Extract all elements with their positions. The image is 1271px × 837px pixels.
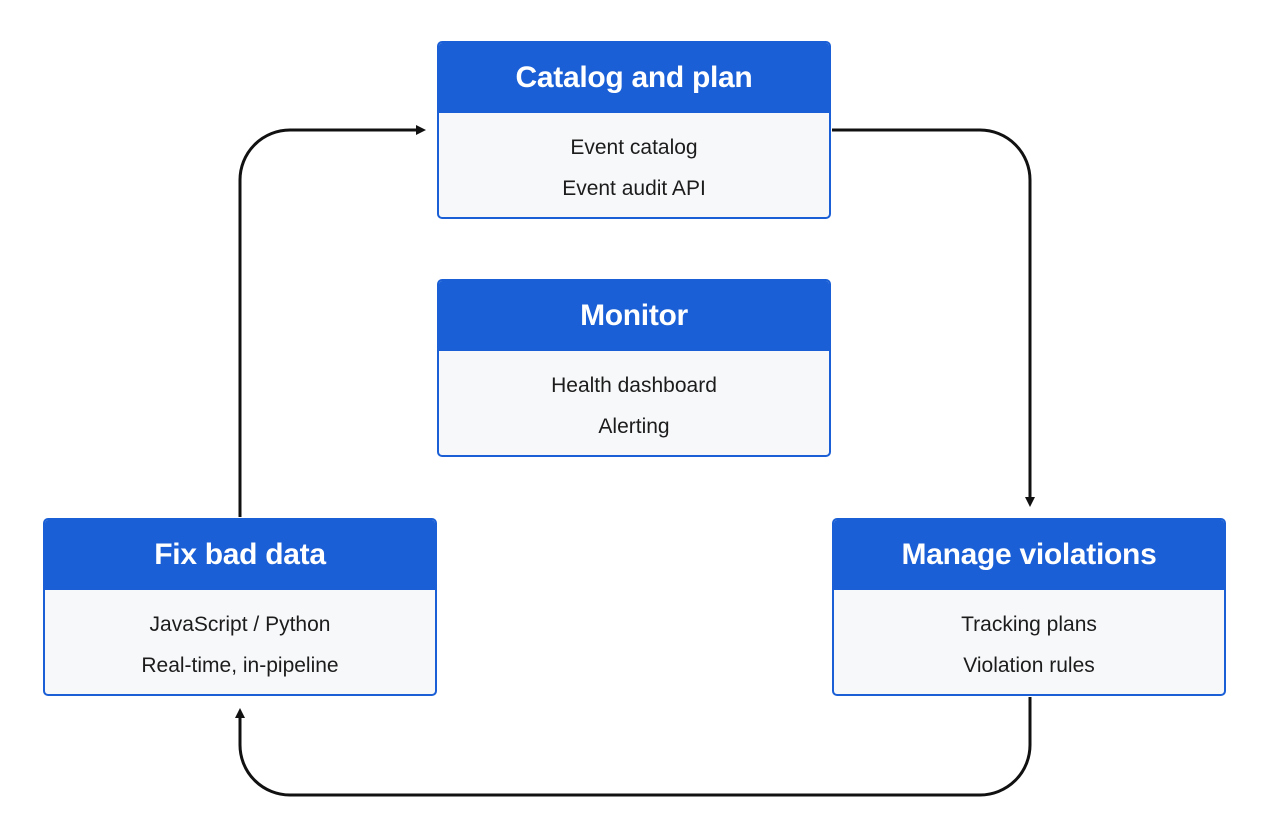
card-body: Tracking plans Violation rules	[834, 590, 1224, 686]
card-item: Real-time, in-pipeline	[141, 654, 339, 677]
card-title: Manage violations	[834, 520, 1224, 590]
card-item: Tracking plans	[961, 613, 1097, 636]
card-item: JavaScript / Python	[149, 613, 331, 636]
card-body: JavaScript / Python Real-time, in-pipeli…	[45, 590, 435, 686]
card-item: Event catalog	[570, 136, 698, 159]
card-manage-violations: Manage violations Tracking plans Violati…	[832, 518, 1226, 696]
card-item: Health dashboard	[551, 374, 717, 397]
card-title: Monitor	[439, 281, 829, 351]
arrow-fix-to-catalog	[238, 125, 426, 517]
card-item: Violation rules	[963, 654, 1095, 677]
card-body: Health dashboard Alerting	[439, 351, 829, 447]
arrow-catalog-to-manage	[832, 128, 1035, 507]
card-monitor: Monitor Health dashboard Alerting	[437, 279, 831, 457]
arrow-manage-to-fix	[235, 697, 1032, 797]
card-item: Event audit API	[562, 177, 706, 200]
card-fix-bad-data: Fix bad data JavaScript / Python Real-ti…	[43, 518, 437, 696]
card-item: Alerting	[598, 415, 670, 438]
card-title: Catalog and plan	[439, 43, 829, 113]
card-title: Fix bad data	[45, 520, 435, 590]
card-body: Event catalog Event audit API	[439, 113, 829, 209]
card-catalog-and-plan: Catalog and plan Event catalog Event aud…	[437, 41, 831, 219]
